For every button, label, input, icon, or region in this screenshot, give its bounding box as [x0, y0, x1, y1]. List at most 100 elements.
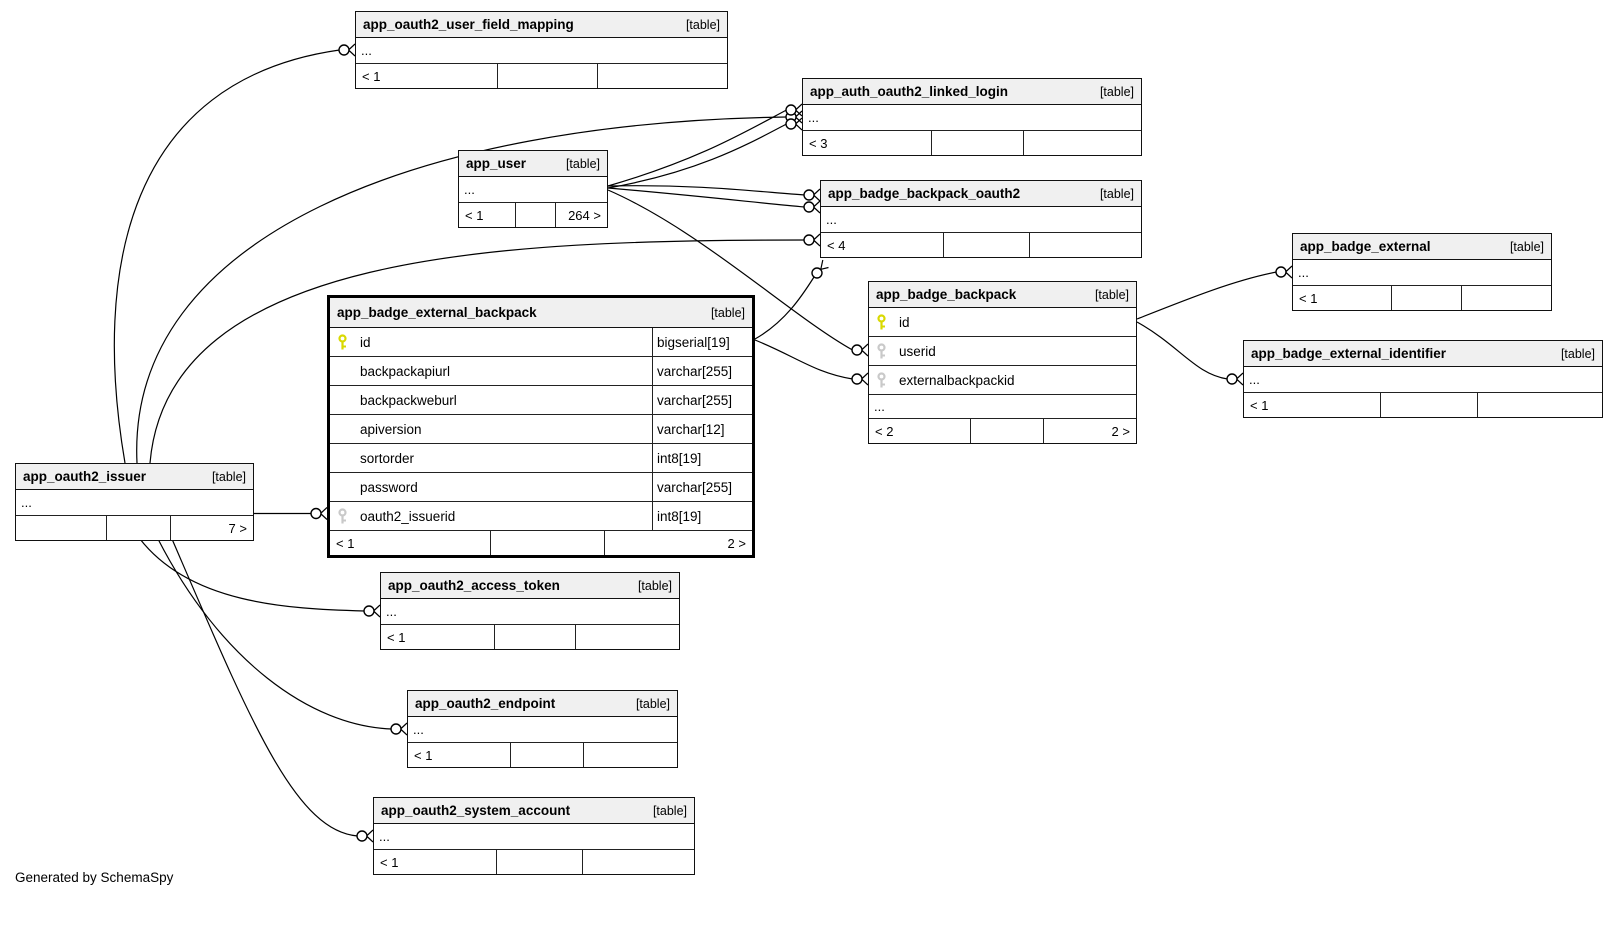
columns-ellipsis-row: ... — [381, 599, 679, 625]
table-app_badge_external_identifier[interactable]: app_badge_external_identifier[table]...<… — [1243, 340, 1603, 418]
table-app_oauth2_endpoint[interactable]: app_oauth2_endpoint[table]...< 1 — [407, 690, 678, 768]
generated-by-note: Generated by SchemaSpy — [15, 870, 174, 885]
table-footer: < 1 — [1244, 393, 1602, 417]
table-tag: [table] — [710, 305, 745, 320]
table-title[interactable]: app_auth_oauth2_linked_login — [810, 84, 1009, 99]
column-name: id — [360, 334, 371, 350]
table-footer: < 1 — [381, 625, 679, 649]
connector-circle-icon — [851, 373, 863, 385]
table-footer: < 1 — [1293, 286, 1551, 310]
table-app_oauth2_system_account[interactable]: app_oauth2_system_account[table]...< 1 — [373, 797, 695, 875]
footer-cell-1: < 1 — [380, 854, 399, 870]
table-header: app_oauth2_access_token [table] — [381, 573, 679, 599]
columns-ellipsis-row: ... — [408, 717, 677, 743]
connector-circle-icon — [338, 44, 350, 56]
connector-circle-icon — [356, 830, 368, 842]
edge-app_badge_backpack-to-app_badge_external — [1136, 265, 1293, 320]
columns-ellipsis-row: ... — [821, 207, 1141, 233]
foreign-key-icon — [869, 371, 899, 389]
connector-circle-icon — [363, 605, 375, 617]
table-title[interactable]: app_oauth2_access_token — [388, 578, 560, 593]
footer-cell-3 — [582, 743, 677, 767]
table-tag: [table] — [1560, 346, 1595, 361]
table-title[interactable]: app_badge_external_identifier — [1251, 346, 1447, 361]
footer-cell-1: < 3 — [809, 135, 828, 151]
edge-app_oauth2_issuer-to-app_oauth2_access_token — [139, 538, 381, 618]
column-type: varchar[255] — [652, 386, 752, 414]
edge-app_user-to-app_badge_backpack.userid — [607, 189, 869, 357]
footer-cell-1: < 4 — [827, 237, 846, 253]
table-title[interactable]: app_oauth2_system_account — [381, 803, 571, 818]
footer-cell-2 — [970, 419, 1042, 443]
table-app_oauth2_issuer[interactable]: app_oauth2_issuer[table]...7 > — [15, 463, 254, 541]
table-header: app_oauth2_endpoint[table] — [408, 691, 677, 717]
edge-app_user-to-app_auth_oauth2_linked_login — [607, 103, 803, 187]
table-title[interactable]: app_badge_backpack — [876, 287, 1017, 302]
table-title[interactable]: app_badge_external — [1300, 239, 1431, 254]
footer-cell-3 — [1476, 393, 1602, 417]
foreign-key-icon — [869, 342, 899, 360]
edge-app_oauth2_issuer-to-app_oauth2_user_field_mapping — [113, 43, 356, 464]
table-footer: < 4 — [821, 233, 1141, 257]
footer-cell-2 — [1380, 393, 1477, 417]
columns-ellipsis-row: ... — [356, 38, 727, 64]
footer-cell-2 — [942, 233, 1029, 257]
table-footer: < 1 — [356, 64, 727, 88]
footer-cell-3: 7 > — [170, 516, 253, 540]
table-title[interactable]: app_user — [466, 156, 527, 171]
edge-app_user-to-app_badge_backpack_oauth2 — [607, 187, 821, 214]
column-row-userid: userid — [869, 337, 1136, 366]
columns-ellipsis-row: ... — [1293, 260, 1551, 286]
connector-circle-icon — [785, 118, 797, 130]
table-app_oauth2_access_token[interactable]: app_oauth2_access_token [table]...< 1 — [380, 572, 680, 650]
primary-key-icon — [869, 313, 899, 331]
crow-foot-icon — [820, 259, 829, 271]
columns-ellipsis-row: ... — [374, 824, 694, 850]
edge-app_badge_external_backpack-to-app_badge_backpack.externalbackpackid — [754, 339, 869, 386]
column-type: int8[19] — [652, 502, 752, 530]
table-header: app_user[table] — [459, 151, 607, 177]
column-name: userid — [899, 343, 936, 359]
footer-cell-1: < 1 — [1299, 290, 1318, 306]
footer-cell-2 — [1391, 286, 1461, 310]
table-header: app_badge_backpack_oauth2[table] — [821, 181, 1141, 207]
footer-cell-3 — [1022, 131, 1141, 155]
table-app_oauth2_user_field_mapping[interactable]: app_oauth2_user_field_mapping[table]...<… — [355, 11, 728, 89]
edge-app_oauth2_issuer-to-app_oauth2_system_account — [171, 538, 374, 843]
connector-circle-icon — [851, 344, 863, 356]
footer-cell-2 — [106, 516, 170, 540]
footer-cell-2 — [495, 850, 582, 874]
table-app_badge_external[interactable]: app_badge_external[table]... < 1 — [1292, 233, 1552, 311]
table-header: app_badge_external[table] — [1293, 234, 1551, 260]
table-tag: [table] — [637, 578, 672, 593]
footer-cell-2 — [494, 625, 574, 649]
table-title[interactable]: app_badge_external_backpack — [337, 305, 537, 320]
edge-app_user-to-app_auth_oauth2_linked_login — [607, 117, 803, 189]
footer-cell-3 — [581, 850, 694, 874]
column-row-id: id — [869, 308, 1136, 337]
connector-circle-icon — [1226, 373, 1238, 385]
table-title[interactable]: app_badge_backpack_oauth2 — [828, 186, 1021, 201]
table-app_auth_oauth2_linked_login[interactable]: app_auth_oauth2_linked_login [table]... < … — [802, 78, 1142, 156]
table-title[interactable]: app_oauth2_user_field_mapping — [363, 17, 574, 32]
footer-cell-2 — [490, 531, 604, 555]
table-title[interactable]: app_oauth2_issuer — [23, 469, 147, 484]
edge-app_oauth2_issuer-to-app_badge_backpack_oauth2 — [149, 233, 821, 464]
table-app_badge_backpack_oauth2[interactable]: app_badge_backpack_oauth2[table]... < 4 — [820, 180, 1142, 258]
table-title[interactable]: app_oauth2_endpoint — [415, 696, 556, 711]
primary-key-icon — [330, 333, 360, 351]
connector-circle-icon — [1275, 266, 1287, 278]
table-tag: [table] — [1099, 84, 1134, 99]
columns-ellipsis-row: ... — [803, 105, 1141, 131]
connector-circle-icon — [803, 234, 815, 246]
columns-ellipsis-row: ... — [16, 490, 253, 516]
